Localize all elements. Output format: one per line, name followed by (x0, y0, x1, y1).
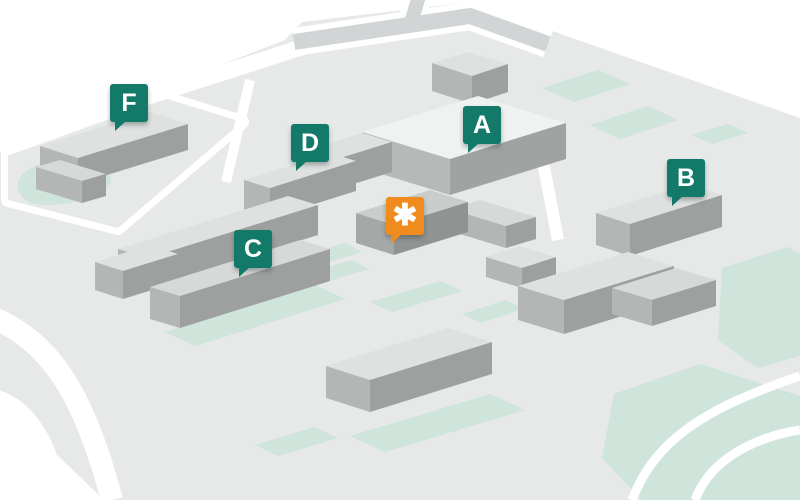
building-top-stub (432, 52, 508, 104)
map-marker-c[interactable]: C (234, 230, 272, 277)
map-marker-b-label: B (676, 163, 696, 192)
building-small-block (486, 246, 556, 288)
map-marker-f[interactable]: F (110, 84, 148, 131)
map-marker-a-label: A (472, 110, 492, 139)
building-f (36, 112, 188, 203)
map-marker-c-label: C (243, 234, 263, 263)
roads (0, 0, 553, 158)
building-east-complex (518, 252, 716, 334)
map-marker-b[interactable]: B (667, 159, 705, 206)
building-south (326, 328, 492, 412)
map-marker-highlight[interactable]: ✱ (386, 197, 424, 244)
map-marker-d-label: D (300, 128, 320, 157)
map-marker-highlight-label: ✱ (392, 199, 418, 232)
map-marker-f-label: F (121, 88, 137, 117)
footpaths (0, 78, 800, 500)
map-marker-d[interactable]: D (291, 124, 329, 171)
map-marker-a[interactable]: A (463, 106, 501, 153)
building-c (95, 196, 330, 328)
